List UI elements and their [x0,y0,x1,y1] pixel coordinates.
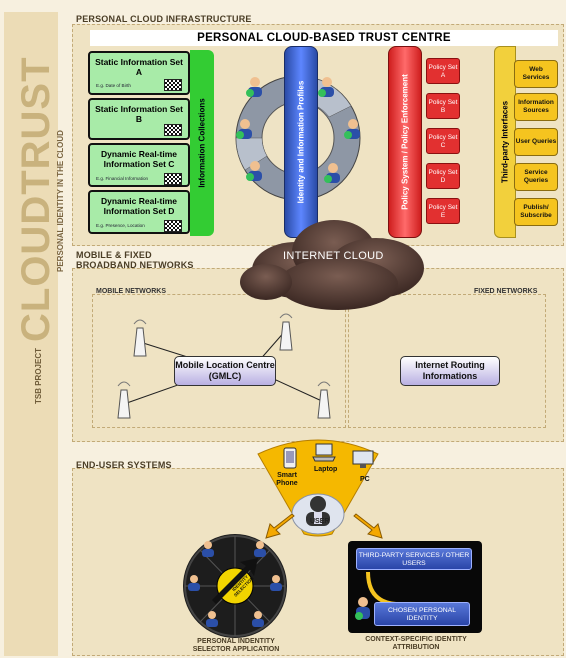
policy-enforcement-column: Policy System / Policy Enforcement [388,46,422,238]
info-set-a-subtitle: E.g. Date of Birth [96,83,131,88]
networks-title-line1: MOBILE & FIXED [76,250,152,260]
policy-set-e: Policy Set E [426,198,460,224]
info-set-d-title: Dynamic Real-time Information Set D [100,196,178,216]
checkered-flag-icon [164,124,182,136]
policy-set-d: Policy Set D [426,163,460,189]
person-icon [246,77,262,97]
person-icon [344,119,360,139]
identity-selector-wheel [183,534,287,638]
section-title-enduser: END-USER SYSTEMS [76,460,172,470]
project-label: TSB PROJECT [34,347,43,404]
info-set-c-title: Dynamic Real-time Information Set C [100,149,178,169]
info-set-b-title: Static Information Set B [95,104,183,124]
pc-monitor-icon [352,450,374,468]
person-icon [252,611,264,627]
person-icon [324,163,340,183]
section-title-networks: MOBILE & FIXED BROADBAND NETWORKS [76,250,236,270]
info-set-c: Dynamic Real-time Information Set C E.g.… [88,143,190,187]
information-collections-label: Information Collections [197,98,207,188]
brand-block: CLOUDTRUST PERSONAL IDENTITY IN THE CLOU… [2,42,65,342]
device-smartphone-label: Smart Phone [276,472,298,487]
person-icon [236,119,252,139]
tpi-publish-subscribe: Publish/ Subscribe [514,198,558,226]
smartphone-icon [283,447,297,469]
policy-enforcement-label: Policy System / Policy Enforcement [400,74,410,210]
checkered-flag-icon [164,220,182,232]
routing-node: Internet Routing Informations [400,356,500,386]
cell-tower-icon [133,319,147,357]
person-icon [188,575,200,591]
brand-sidebar: CLOUDTRUST PERSONAL IDENTITY IN THE CLOU… [2,12,65,656]
arrow-left-down-icon [265,513,295,539]
tpi-information-sources: Information Sources [514,93,558,121]
info-set-d-subtitle: E.g. Presence, Location [96,223,145,228]
brand-subtitle: PERSONAL IDENTITY IN THE CLOUD [56,130,65,272]
fixed-networks-label: FIXED NETWORKS [474,288,538,295]
third-party-services-box: THIRD-PARTY SERVICES / OTHER USERS [356,548,472,570]
info-set-a-title: Static Information Set A [95,57,183,77]
person-icon [246,161,262,181]
user-label: USER [310,518,330,525]
info-set-c-subtitle: E.g. Financial Information [96,176,149,181]
cell-tower-icon [279,313,293,351]
identity-profiles-column: Identity and Information Profiles [284,46,318,238]
mobile-networks-label: MOBILE NETWORKS [96,288,166,295]
device-pc-label: PC [360,476,370,483]
person-icon [355,597,370,620]
chosen-identity-box: CHOSEN PERSONAL IDENTITY [374,602,470,626]
third-party-interfaces-column: Third-party Interfaces [494,46,516,238]
checkered-flag-icon [164,79,182,91]
arrow-right-down-icon [353,513,383,539]
fixed-networks-panel [348,294,546,428]
gmlc-node: Mobile Location Centre (GMLC) [174,356,276,386]
attribution-caption: CONTEXT-SPECIFIC IDENTITY ATTRIBUTION [365,636,467,651]
policy-set-a: Policy Set A [426,58,460,84]
trust-centre-title: PERSONAL CLOUD-BASED TRUST CENTRE [90,30,558,46]
tpi-user-queries: User Queries [514,128,558,156]
person-icon [270,575,282,591]
info-set-a: Static Information Set A E.g. Date of Bi… [88,51,190,95]
info-set-d: Dynamic Real-time Information Set D E.g.… [88,190,190,234]
laptop-icon [312,443,336,462]
third-party-interfaces-label: Third-party Interfaces [500,100,510,184]
cell-tower-icon [117,381,131,419]
person-icon [318,77,334,97]
checkered-flag-icon [164,173,182,185]
mobile-networks-panel [92,294,346,428]
networks-title-line2: BROADBAND NETWORKS [76,260,194,270]
tpi-service-queries: Service Queries [514,163,558,191]
info-set-b: Static Information Set B [88,98,190,140]
policy-set-c: Policy Set C [426,128,460,154]
person-icon [202,541,214,557]
information-collections-column: Information Collections [190,50,214,236]
tpi-web-services: Web Services [514,60,558,88]
section-title-infrastructure: PERSONAL CLOUD INFRASTRUCTURE [76,14,252,24]
device-laptop-label: Laptop [314,466,338,473]
identity-profiles-label: Identity and Information Profiles [296,80,306,204]
selector-caption: PERSONAL INDENTITY SELECTOR APPLICATION [192,638,280,653]
brand-name: CLOUDTRUST [14,56,58,342]
internet-cloud-label: INTERNET CLOUD [283,250,384,262]
policy-set-b: Policy Set B [426,93,460,119]
person-icon [254,541,266,557]
cell-tower-icon [317,381,331,419]
internet-cloud-icon [240,220,424,310]
person-icon [206,611,218,627]
